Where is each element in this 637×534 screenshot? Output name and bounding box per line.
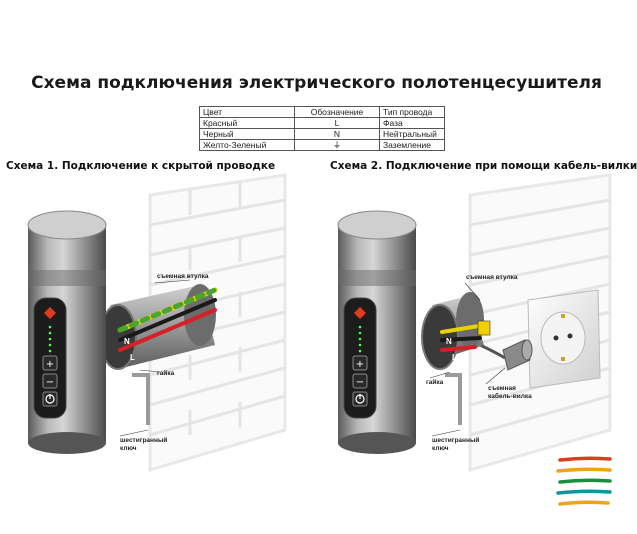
scheme1-diagram: N L + − съемная втулка <box>27 173 287 473</box>
phase-wire <box>440 345 477 352</box>
page-title: Схема подключения электрического полотен… <box>31 73 602 93</box>
hex-key <box>132 373 150 425</box>
control-panel: + − <box>33 297 67 419</box>
plus-button[interactable] <box>42 355 58 371</box>
plus-icon: + <box>46 359 54 370</box>
diamond-logo-icon <box>354 307 366 319</box>
legend-header-row: Цвет Обозначение Тип провода <box>199 106 445 118</box>
ground-symbol-icon <box>477 320 491 336</box>
control-panel: + − <box>343 297 377 419</box>
label-sleeve: съемная втулка <box>466 274 518 281</box>
neutral-wire <box>118 298 217 342</box>
label-key-line1: шестигранный <box>120 436 167 444</box>
neutral-wire <box>440 336 482 342</box>
wires <box>117 287 218 352</box>
hex-key <box>445 373 462 425</box>
label-nut: гайка <box>157 369 175 377</box>
label-key-line1: шестигранный <box>432 436 479 444</box>
label-key-line2: ключ <box>120 445 137 452</box>
ground-wire-stripe <box>117 287 218 333</box>
wire-label-l: L <box>452 353 457 362</box>
legend-row-ground: Желто-Зеленый ⏚ Заземление <box>199 139 445 151</box>
plus-button[interactable] <box>352 355 368 371</box>
scheme2-title: Схема 2. Подключение при помощи кабель-в… <box>330 160 637 172</box>
plus-icon: + <box>356 359 364 370</box>
mounting-sleeve <box>421 292 484 370</box>
wire-label-n: N <box>446 337 452 346</box>
minus-icon: − <box>356 377 364 388</box>
label-cable-line2: кабель-вилка <box>488 392 532 400</box>
label-cable-line1: съемная <box>488 385 516 392</box>
label-key-line2: ключ <box>432 445 449 452</box>
minus-icon: − <box>46 377 54 388</box>
label-nut: гайка <box>426 378 444 386</box>
minus-button[interactable] <box>42 373 58 389</box>
legend-type: Заземление <box>379 139 445 151</box>
legend-row-neutral: Черный N Нейтральный <box>199 128 445 140</box>
wall-socket <box>527 289 601 389</box>
scheme2-diagram: N L + − съемная втулка гайка <box>337 173 612 472</box>
wire-label-l: L <box>130 353 135 362</box>
minus-button[interactable] <box>352 373 368 389</box>
diamond-logo-icon <box>44 307 56 319</box>
brand-logo-icon <box>556 456 612 506</box>
scheme1-title: Схема 1. Подключение к скрытой проводке <box>6 160 276 172</box>
wire-legend-table: Цвет Обозначение Тип провода Красный L Ф… <box>199 106 445 151</box>
wire-label-n: N <box>124 337 130 346</box>
phase-wire <box>118 308 217 352</box>
cable-plug <box>479 339 533 371</box>
label-sleeve: съемная втулка <box>157 273 209 280</box>
